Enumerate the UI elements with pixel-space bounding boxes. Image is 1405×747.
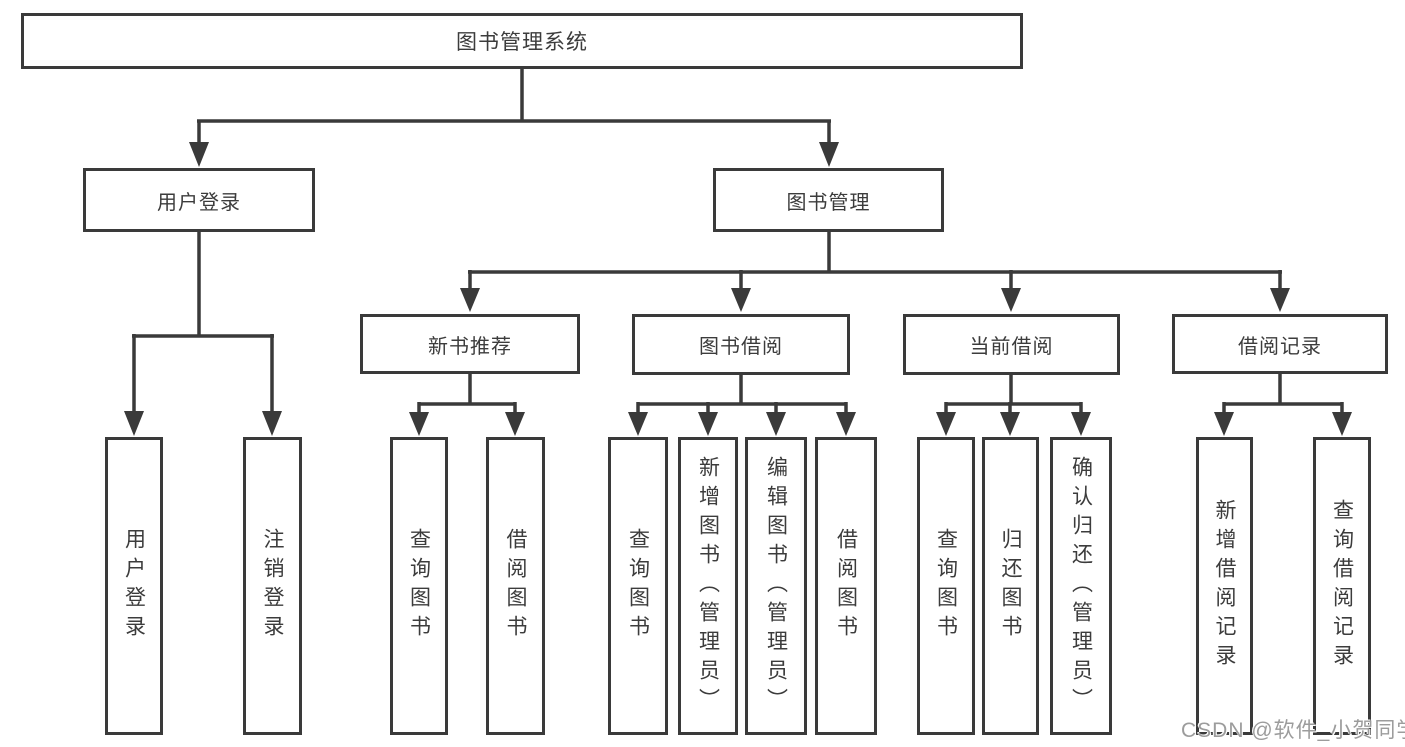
leaf-borrow-books-recommend: 借阅图书 bbox=[486, 437, 545, 735]
leaf-return-books: 归还图书 bbox=[982, 437, 1039, 735]
leaf-add-borrow-record: 新增借阅记录 bbox=[1196, 437, 1253, 735]
node-book-management-label: 图书管理 bbox=[786, 191, 871, 214]
leaf-edit-books-admin: 编辑图书（管理员） bbox=[745, 437, 807, 735]
leaf-edit-books-admin-label: 编辑图书（管理员） bbox=[764, 455, 788, 717]
node-new-book-recommend-label: 新书推荐 bbox=[428, 335, 512, 358]
leaf-query-borrow-record: 查询借阅记录 bbox=[1313, 437, 1371, 735]
leaf-query-borrow-record-label: 查询借阅记录 bbox=[1330, 499, 1354, 673]
leaf-query-books-borrowing: 查询图书 bbox=[608, 437, 668, 735]
csdn-watermark: CSDN @软件_小贺同学 bbox=[1181, 719, 1405, 742]
node-book-management: 图书管理 bbox=[713, 168, 944, 232]
node-user-login-label: 用户登录 bbox=[157, 191, 241, 214]
leaf-return-books-label: 归还图书 bbox=[999, 528, 1022, 644]
leaf-add-books-admin: 新增图书（管理员） bbox=[678, 437, 738, 735]
node-root-label: 图书管理系统 bbox=[456, 31, 588, 54]
node-user-login: 用户登录 bbox=[83, 168, 315, 232]
leaf-query-books-recommend: 查询图书 bbox=[390, 437, 448, 735]
leaf-query-books-recommend-label: 查询图书 bbox=[407, 528, 431, 644]
leaf-query-books-current-label: 查询图书 bbox=[934, 528, 958, 644]
leaf-query-books-borrowing-label: 查询图书 bbox=[626, 528, 650, 644]
node-borrowing-records-label: 借阅记录 bbox=[1238, 335, 1322, 358]
leaf-confirm-return-admin: 确认归还（管理员） bbox=[1050, 437, 1112, 735]
leaf-logout-label: 注销登录 bbox=[261, 528, 284, 644]
node-book-borrowing: 图书借阅 bbox=[632, 314, 850, 375]
node-current-borrowing: 当前借阅 bbox=[903, 314, 1120, 375]
node-current-borrowing-label: 当前借阅 bbox=[969, 336, 1054, 358]
leaf-logout: 注销登录 bbox=[243, 437, 302, 735]
node-root-system: 图书管理系统 bbox=[21, 13, 1023, 69]
leaf-borrow-books: 借阅图书 bbox=[815, 437, 877, 735]
leaf-add-borrow-record-label: 新增借阅记录 bbox=[1213, 499, 1236, 673]
leaf-user-login: 用户登录 bbox=[105, 437, 163, 735]
leaf-confirm-return-admin-label: 确认归还（管理员） bbox=[1069, 455, 1093, 717]
leaf-add-books-admin-label: 新增图书（管理员） bbox=[696, 455, 720, 717]
leaf-query-books-current: 查询图书 bbox=[917, 437, 975, 735]
node-book-borrowing-label: 图书借阅 bbox=[699, 336, 783, 358]
leaf-user-login-label: 用户登录 bbox=[122, 528, 146, 644]
leaf-borrow-books-recommend-label: 借阅图书 bbox=[504, 528, 527, 644]
node-borrowing-records: 借阅记录 bbox=[1172, 314, 1388, 374]
leaf-borrow-books-label: 借阅图书 bbox=[834, 528, 858, 644]
node-new-book-recommend: 新书推荐 bbox=[360, 314, 580, 374]
